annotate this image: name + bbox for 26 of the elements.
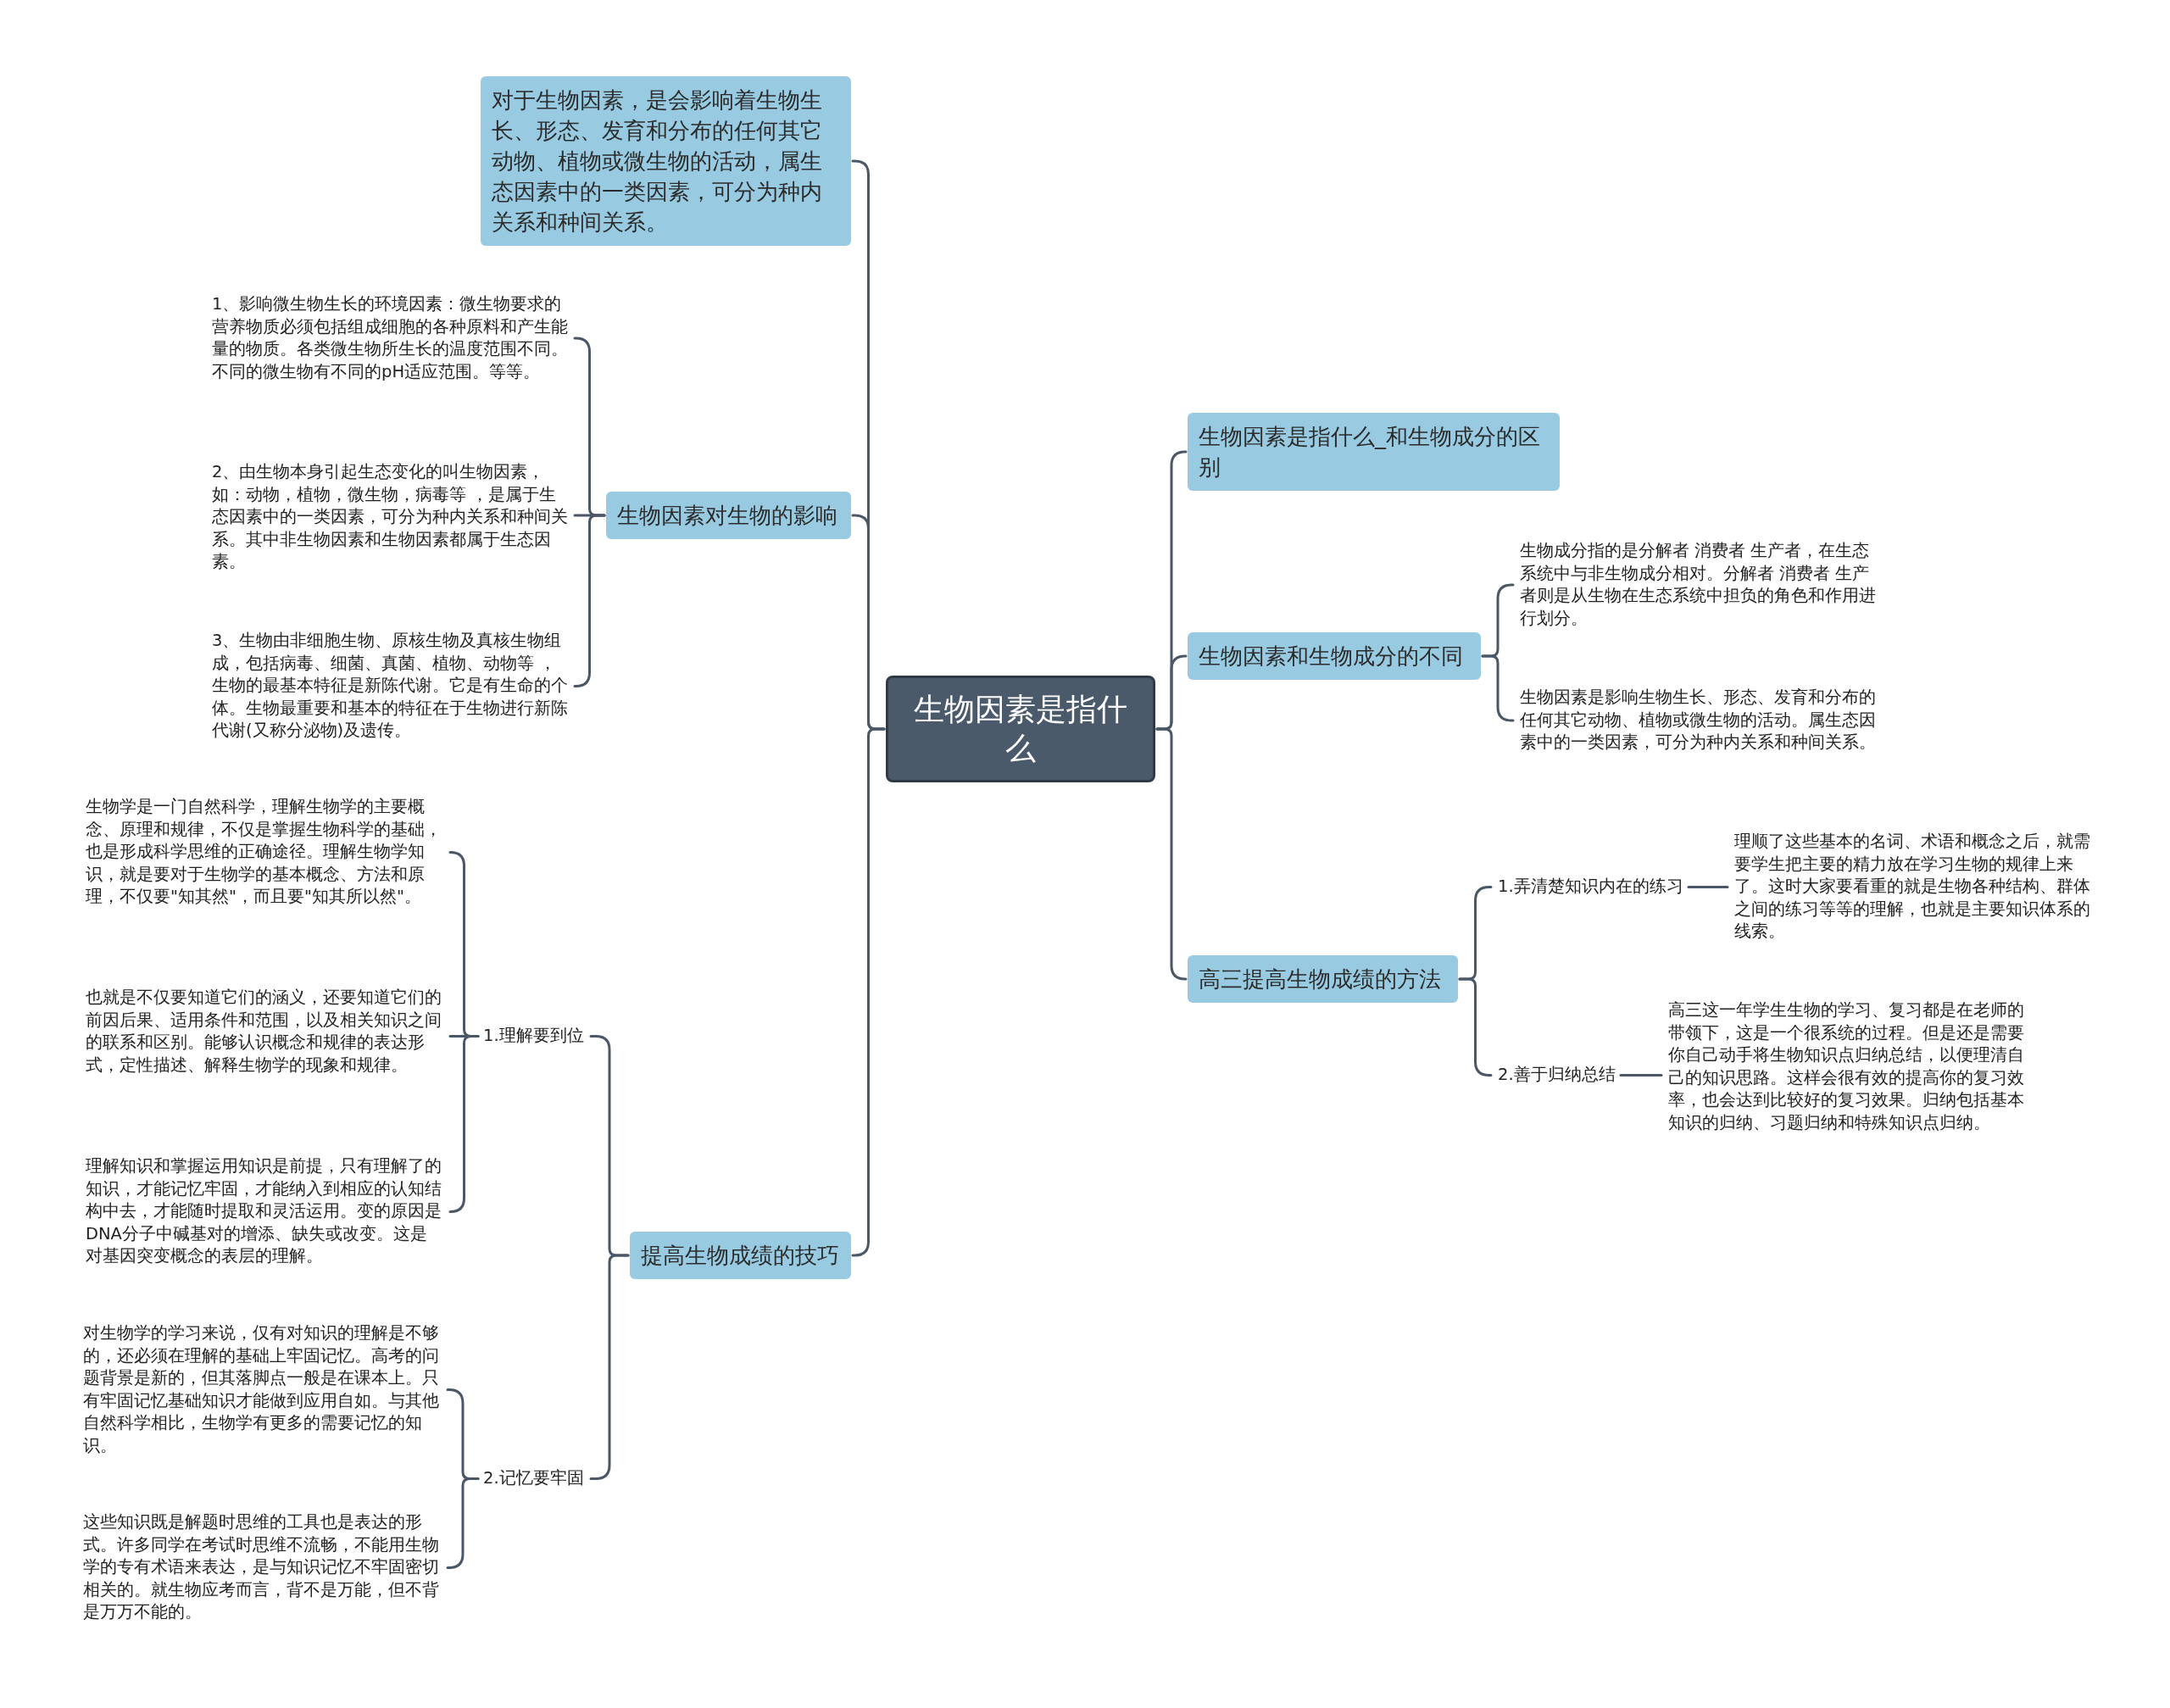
topic-box: 高三提高生物成绩的方法 — [1188, 955, 1458, 1003]
subtopic-label: 2.记忆要牢固 — [483, 1467, 584, 1490]
connector-line — [1619, 1074, 1663, 1077]
subtopic-label: 1.弄清楚知识内在的练习 — [1498, 876, 1683, 899]
topic-box: 生物因素和生物成分的不同 — [1188, 632, 1481, 680]
subtopic-label: 1.理解要到位 — [483, 1025, 584, 1048]
note-text: 这些知识既是解题时思维的工具也是表达的形式。许多同学在考试时思维不流畅，不能用生物学的专有术语来表达，是与知识记忆不牢固密切相关的。就生物应考而言，背不是万能，但不背是万万不能的。 — [83, 1511, 441, 1624]
subtopic-label: 2.善于归纳总结 — [1498, 1064, 1616, 1087]
note-text: 2、由生物本身引起生态变化的叫生物因素，如：动物，植物，微生物，病毒等 ，是属于生态因素中的一类因素，可分为种内关系和种间关系。其中非生物因素和生物因素都属于生态因素。 — [212, 461, 568, 574]
note-text: 3、生物由非细胞生物、原核生物及真核生物组成，包括病毒、细菌、真菌、植物、动物等 ，生物的最基本特征是新陈代谢。它是有生命的个体。生物最重要和基本的特征在于生物进行新陈代谢(又称分泌物)及遗传。 — [212, 630, 568, 743]
topic-box: 提高生物成绩的技巧 — [630, 1232, 851, 1279]
topic-box: 生物因素是指什么_和生物成分的区别 — [1188, 413, 1560, 491]
central-topic-box: 生物因素是指什么 — [886, 676, 1155, 782]
note-text: 生物因素是影响生物生长、形态、发育和分布的任何其它动物、植物或微生物的活动。属生态因素中的一类因素，可分为种内关系和种间关系。 — [1520, 687, 1876, 754]
connector-line — [1687, 886, 1729, 888]
topic-box: 生物因素对生物的影响 — [606, 492, 851, 539]
note-text: 高三这一年学生生物的学习、复习都是在老师的带领下，这是一个很系统的过程。但是还是需要你自己动手将生物知识点归纳总结，以便理清自己的知识思路。这样会很有效的提高你的复习效率，也会达到比较好的复习效果。归纳包括基本知识的归纳、习题归纳和特殊知识点归纳。 — [1668, 999, 2026, 1134]
note-text: 理顺了这些基本的名词、术语和概念之后，就需要学生把主要的精力放在学习生物的规律上来了。这时大家要看重的就是生物各种结构、群体之间的练习等等的理解，也就是主要知识体系的线索。 — [1734, 831, 2092, 943]
note-text: 1、影响微生物生长的环境因素：微生物要求的营养物质必须包括组成细胞的各种原料和产生能量的物质。各类微生物所生长的温度范围不同。不同的微生物有不同的pH适应范围。等等。 — [212, 293, 568, 383]
note-text: 生物学是一门自然科学，理解生物学的主要概念、原理和规律，不仅是掌握生物科学的基础，也是形成科学思维的正确途径。理解生物学知识，就是要对于生物学的基本概念、方法和原理，不仅要"知其然"，而且要"知其所以然"。 — [86, 796, 443, 909]
note-text: 理解知识和掌握运用知识是前提，只有理解了的知识，才能记忆牢固，才能纳入到相应的认知结构中去，才能随时提取和灵活运用。变的原因是DNA分子中碱基对的增添、缺失或改变。这是对基因突变概念的表层的理解。 — [86, 1155, 443, 1268]
note-text: 生物成分指的是分解者 消费者 生产者，在生态系统中与非生物成分相对。分解者 消费者 生产者则是从生物在生态系统中担负的角色和作用进行划分。 — [1520, 540, 1876, 630]
connector-line — [448, 1035, 480, 1213]
note-text: 对生物学的学习来说，仅有对知识的理解是不够的，还必须在理解的基础上牢固记忆。高考的问题背景是新的，但其落脚点一般是在课本上。只有牢固记忆基础知识才能做到应用自如。与其他自然科学相比，生物学有更多的需要记忆的知识。 — [83, 1322, 441, 1457]
topic-box: 对于生物因素，是会影响着生物生长、形态、发育和分布的任何其它动物、植物或微生物的活动，属生态因素中的一类因素，可分为种内关系和种间关系。 — [481, 76, 851, 246]
note-text: 也就是不仅要知道它们的涵义，还要知道它们的前因后果、适用条件和范围，以及相关知识之间的联系和区别。能够认识概念和规律的表达形式，定性描述、解释生物学的现象和规律。 — [86, 987, 443, 1077]
